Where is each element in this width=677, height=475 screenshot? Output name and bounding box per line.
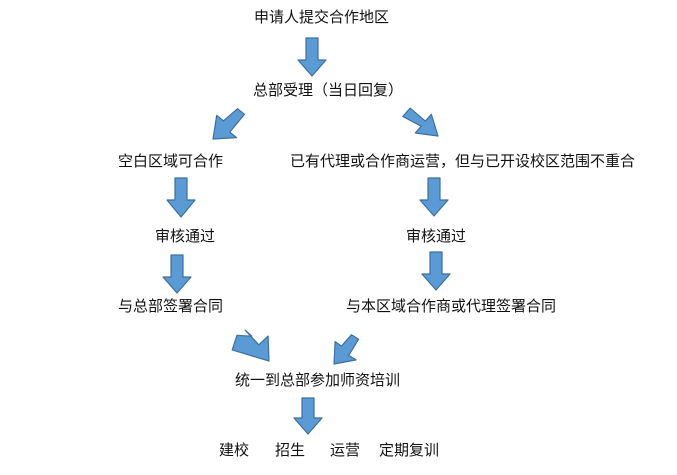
step-training: 统一到总部参加师资培训 — [235, 371, 401, 389]
step-approved-left: 审核通过 — [155, 227, 216, 245]
step-approved-right: 审核通过 — [406, 227, 467, 245]
step-contract-local: 与本区域合作商或代理签署合同 — [346, 297, 557, 315]
arrow-down-right-1 — [402, 107, 439, 137]
arrow-down-left-2 — [166, 177, 196, 218]
arrow-down-left-1 — [212, 108, 246, 140]
step-contract-hq: 与总部签署合同 — [118, 297, 224, 315]
arrow-down-right-2 — [419, 177, 449, 217]
arrow-down-final — [293, 397, 323, 435]
arrow-merge-left — [231, 329, 270, 362]
final-operate: 运营 — [330, 441, 361, 459]
arrow-down-1 — [297, 37, 327, 77]
step-submit: 申请人提交合作地区 — [254, 8, 390, 26]
arrow-down-left-3 — [162, 254, 192, 294]
step-hq-review: 总部受理（当日回复） — [253, 81, 404, 99]
final-retrain: 定期复训 — [379, 441, 440, 459]
step-has-agent: 已有代理或合作商运营，但与已开设校区范围不重合 — [290, 152, 636, 170]
arrow-merge-right — [333, 334, 360, 365]
final-enroll: 招生 — [275, 441, 306, 459]
step-blank-region: 空白区域可合作 — [118, 152, 224, 170]
final-build: 建校 — [219, 441, 250, 459]
arrow-down-right-3 — [421, 251, 451, 291]
